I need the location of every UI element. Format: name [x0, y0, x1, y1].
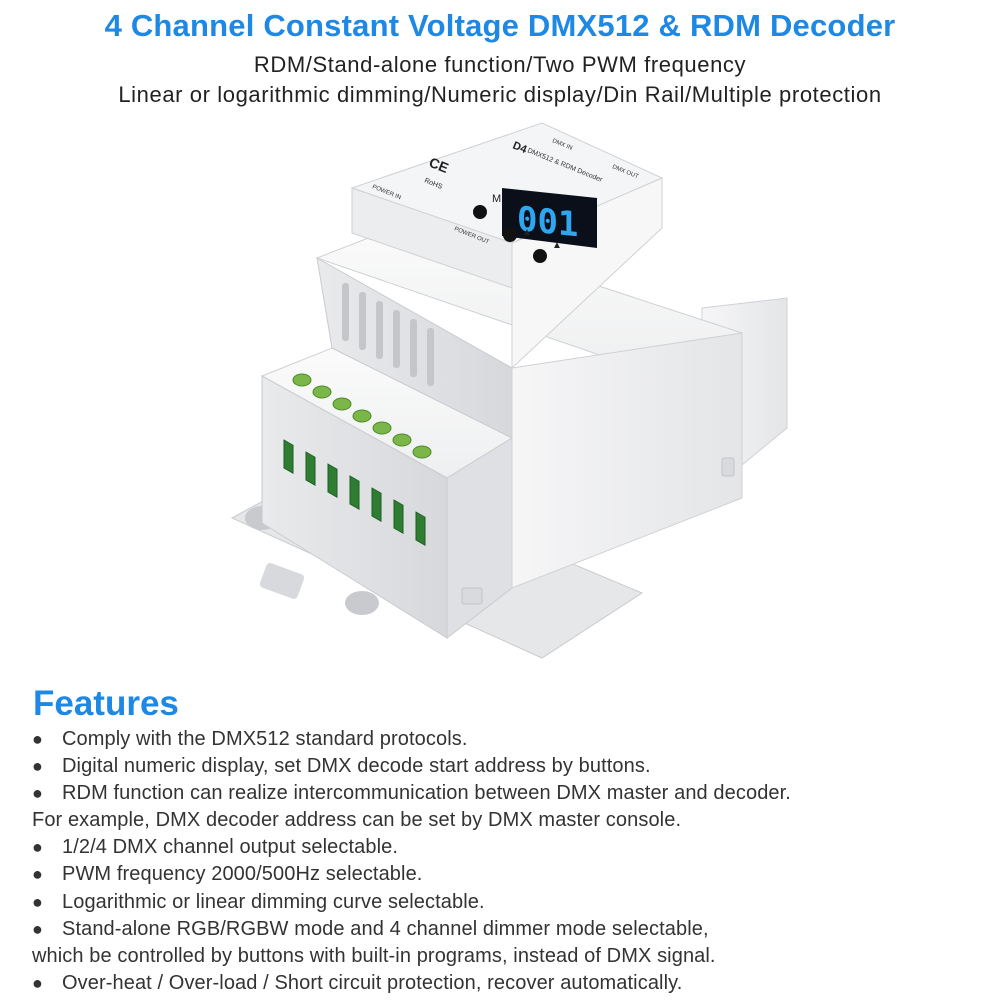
feature-item: ● Digital numeric display, set DMX decode… [32, 753, 982, 780]
feature-text: PWM frequency 2000/500Hz selectable. [62, 863, 423, 886]
display-value: 001 [517, 199, 578, 245]
terminal-slots [283, 439, 426, 546]
bullet-icon: ● [32, 756, 43, 777]
feature-item: ● RDM function can realize intercommunica… [32, 780, 982, 807]
terminal-screws [292, 373, 432, 459]
button-down[interactable] [533, 249, 547, 263]
feature-text: Logarithmic or linear dimming curve sele… [62, 890, 485, 913]
ce-mark: CE [427, 154, 451, 176]
side-clip [721, 457, 735, 477]
features-heading: Features [33, 684, 179, 723]
feature-text: For example, DMX decoder address can be … [32, 809, 682, 832]
feature-item: ● Over-heat / Over-load / Short circuit p… [32, 970, 982, 997]
front-clip [461, 587, 483, 605]
bullet-icon: ● [32, 837, 43, 858]
feature-item: ● Logarithmic or linear dimming curve sel… [32, 889, 982, 916]
feature-text: Digital numeric display, set DMX decode … [62, 755, 651, 778]
feature-item: ● Comply with the DMX512 standard protoco… [32, 726, 982, 753]
bullet-icon: ● [32, 783, 43, 804]
bullet-icon: ● [32, 972, 43, 993]
numeric-display [502, 188, 597, 248]
feature-text: which be controlled by buttons with buil… [32, 944, 716, 967]
button-m[interactable] [473, 205, 487, 219]
button-up-arrow-icon: ▲ [522, 227, 532, 238]
feature-text: RDM function can realize intercommunicat… [62, 782, 791, 805]
feature-text: Comply with the DMX512 standard protocol… [62, 728, 468, 750]
button-down-arrow-icon: ▲ [552, 240, 562, 251]
product-image: 001 M ▲ ▲ D4 DMX512 & RDM Decoder CE RoH… [222, 118, 802, 678]
bullet-icon: ● [32, 729, 43, 749]
bullet-icon: ● [32, 891, 43, 912]
button-up[interactable] [503, 228, 517, 242]
foot-clip [259, 563, 305, 599]
button-m-label: M [492, 193, 501, 205]
subtitle-line-2: Linear or logarithmic dimming/Numeric di… [118, 82, 882, 107]
feature-item-continued: which be controlled by buttons with buil… [32, 943, 982, 970]
feature-item: ● Stand-alone RGB/RGBW mode and 4 channel… [32, 916, 982, 943]
bullet-icon: ● [32, 918, 43, 939]
page-title: 4 Channel Constant Voltage DMX512 & RDM … [104, 8, 896, 43]
middle-body-side [511, 332, 743, 589]
features-list: ● Comply with the DMX512 standard protoco… [32, 726, 982, 997]
top-box-side [511, 177, 663, 370]
feature-text: Stand-alone RGB/RGBW mode and 4 channel … [62, 917, 709, 940]
vent-slots [342, 283, 434, 386]
dmx-decoder-illustration: 001 M ▲ ▲ D4 DMX512 & RDM Decoder CE RoH… [230, 122, 788, 659]
device-model: D4 [511, 140, 529, 157]
bullet-icon: ● [32, 864, 43, 885]
subtitle-line-1: RDM/Stand-alone function/Two PWM frequen… [253, 52, 747, 77]
feature-item: ● PWM frequency 2000/500Hz selectable. [32, 861, 982, 888]
feature-item: ● 1/2/4 DMX channel output selectable. [32, 834, 982, 861]
feature-text: 1/2/4 DMX channel output selectable. [62, 836, 399, 859]
feature-text: Over-heat / Over-load / Short circuit pr… [62, 971, 683, 994]
feature-item-continued: For example, DMX decoder address can be … [32, 807, 982, 834]
foot-hole-right [345, 591, 379, 615]
